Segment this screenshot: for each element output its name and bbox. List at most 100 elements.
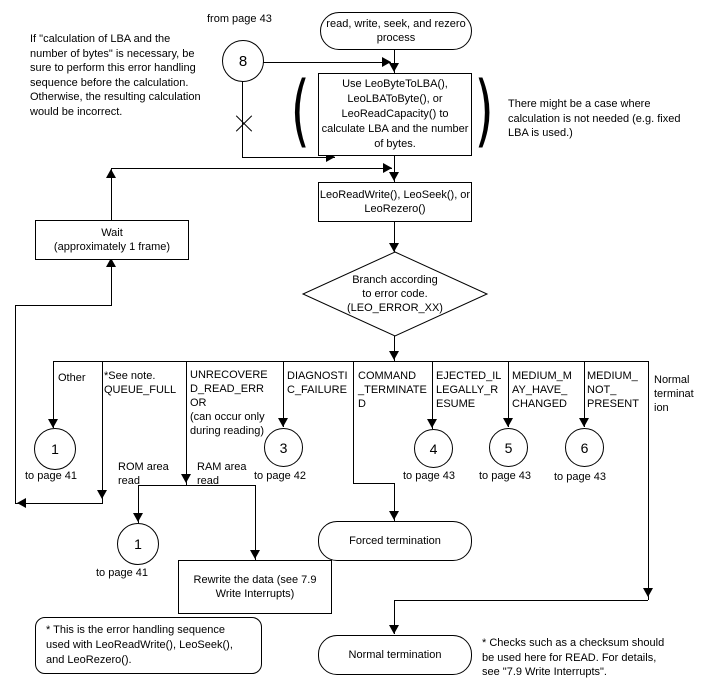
connector-1b-label: 1 (134, 536, 142, 552)
edge-distribution (53, 361, 648, 362)
edge-command-right (353, 483, 394, 484)
edge-rom-drop (138, 485, 139, 523)
edge-into-wait (111, 258, 112, 305)
arrow-into-circle4 (427, 419, 437, 428)
connector-4-label: 4 (429, 440, 438, 457)
note-right: There might be a case where calculation … (508, 98, 681, 139)
arrow-into-wait (106, 258, 116, 267)
edge-branch-ejected (432, 361, 433, 429)
page-ref-42: to page 42 (254, 470, 306, 482)
edge-branch-medium-not-present (584, 361, 585, 427)
branch-label-ejected: EJECTED_IL LEGALLY_R ESUME (436, 370, 502, 410)
edge-connector8-down (242, 80, 243, 157)
edge-queuefull-left (15, 503, 103, 504)
branch-label-medium-changed: MEDIUM_M AY_HAVE_ CHANGED (512, 370, 572, 410)
call-process-label: LeoReadWrite(), LeoSeek(), or LeoRezero(… (319, 189, 471, 215)
branch-label-command-terminated: COMMAND _TERMINATE D (358, 370, 427, 410)
page-ref-43-b: to page 43 (479, 470, 531, 482)
calc-process-box: Use LeoByteToLBA(), LeoLBAToByte(), or L… (318, 73, 472, 156)
arrow-bypass-end (326, 152, 335, 162)
connector-1-rom: 1 (117, 523, 159, 565)
decision-label: Branch according to error code. (LEO_ERR… (347, 274, 443, 314)
arrow-into-distribution (389, 351, 399, 360)
checks-note: * Checks such as a checksum should be us… (482, 637, 665, 678)
branch-label-queue-full: *See note. QUEUE_FULL (104, 370, 177, 396)
edge-ram-drop (255, 485, 256, 560)
branch-label-other: Other (58, 372, 86, 384)
arrow-connector8-merge (382, 57, 391, 67)
forced-termination-terminal: Forced termination (318, 521, 472, 561)
arrow-into-circle5 (503, 418, 513, 427)
page-ref-43-a: to page 43 (403, 470, 455, 482)
page-ref-41-rom: to page 41 (96, 567, 148, 579)
branch-label-medium-not-present: MEDIUM_ NOT_ PRESENT (587, 370, 639, 410)
edge-branch-unrecovered (186, 361, 187, 485)
connector-1-label: 1 (51, 441, 59, 457)
arrow-unrecovered-marker (181, 474, 191, 483)
edge-calc-to-call (394, 154, 395, 182)
connector-1-other: 1 (34, 428, 76, 470)
forced-termination-label: Forced termination (349, 535, 441, 547)
connector-6-label: 6 (580, 439, 589, 456)
arrow-into-call (389, 172, 399, 181)
edge-queuefull-to-wait (15, 305, 112, 306)
connector-3: 3 (264, 428, 303, 467)
footnote-box: * This is the error handling sequence us… (35, 617, 262, 674)
edge-branch-medium-changed (508, 361, 509, 427)
edge-into-normal (394, 600, 395, 634)
arrow-wait-up (106, 169, 116, 178)
edge-start-to-calc (394, 48, 395, 73)
edge-normal-left (394, 600, 648, 601)
branch-label-unrecovered: UNRECOVERE D_READ_ERR OR (can occur only… (190, 369, 268, 437)
arrow-into-circle1 (48, 419, 58, 428)
rom-area-read-label: ROM area read (118, 461, 169, 487)
start-terminal-label: read, write, seek, and rezero process (326, 18, 466, 44)
footnote-label: * This is the error handling sequence us… (46, 624, 233, 666)
connector-3-label: 3 (279, 439, 288, 456)
edge-wait-up (111, 168, 112, 220)
paren-right: ) (474, 66, 494, 156)
edge-bypass-right (242, 157, 335, 158)
edge-branch-diagnostic (283, 361, 284, 427)
rewrite-data-box: Rewrite the data (see 7.9 Write Interrup… (178, 560, 332, 614)
page-ref-43-c: to page 43 (554, 471, 606, 483)
arrow-queuefull-left (17, 498, 26, 508)
from-page-label: from page 43 (207, 13, 272, 25)
edge-normal-down (648, 361, 649, 600)
ram-area-read-label: RAM area read (197, 461, 247, 487)
start-terminal: read, write, seek, and rezero process (320, 12, 472, 50)
connector-5: 5 (489, 428, 528, 467)
calc-process-label: Use LeoByteToLBA(), LeoLBAToByte(), or L… (321, 78, 469, 150)
edge-into-forced (394, 483, 395, 521)
arrow-normal-marker (643, 588, 653, 597)
paren-left: ( (290, 66, 310, 156)
call-process-box: LeoReadWrite(), LeoSeek(), or LeoRezero(… (318, 182, 472, 222)
edge-branch-queuefull-down (102, 361, 103, 503)
arrow-into-calc (389, 63, 399, 72)
connector-8: 8 (222, 40, 264, 82)
arrow-wait-merge (383, 163, 392, 173)
edge-decision-down (394, 335, 395, 361)
rewrite-data-label: Rewrite the data (see 7.9 Write Interrup… (193, 574, 317, 600)
arrow-into-circle3 (278, 418, 288, 427)
edge-unrecovered-split (138, 485, 256, 486)
arrow-into-circle1b (133, 513, 143, 522)
arrow-into-rewrite (250, 550, 260, 559)
normal-termination-label: Normal termination (348, 649, 442, 661)
normal-termination-side-label: Normal terminat ion (654, 374, 694, 414)
wait-box-label: Wait (approximately 1 frame) (53, 227, 171, 253)
normal-termination-terminal: Normal termination (318, 635, 472, 675)
arrow-into-decision (389, 243, 399, 252)
arrow-queuefull-marker (97, 490, 107, 499)
arrow-into-forced (389, 511, 399, 520)
edge-queuefull-up (15, 305, 16, 504)
connector-6: 6 (565, 428, 604, 467)
arrow-into-circle6 (579, 418, 589, 427)
edge-branch-command (353, 361, 354, 483)
wait-box: Wait (approximately 1 frame) (35, 220, 189, 260)
connector-8-label: 8 (238, 52, 248, 70)
branch-label-diagnostic: DIAGNOSTI C_FAILURE (287, 370, 348, 396)
note-top-left: If "calculation of LBA and the number of… (30, 33, 201, 118)
edge-connector8-right (262, 62, 391, 63)
